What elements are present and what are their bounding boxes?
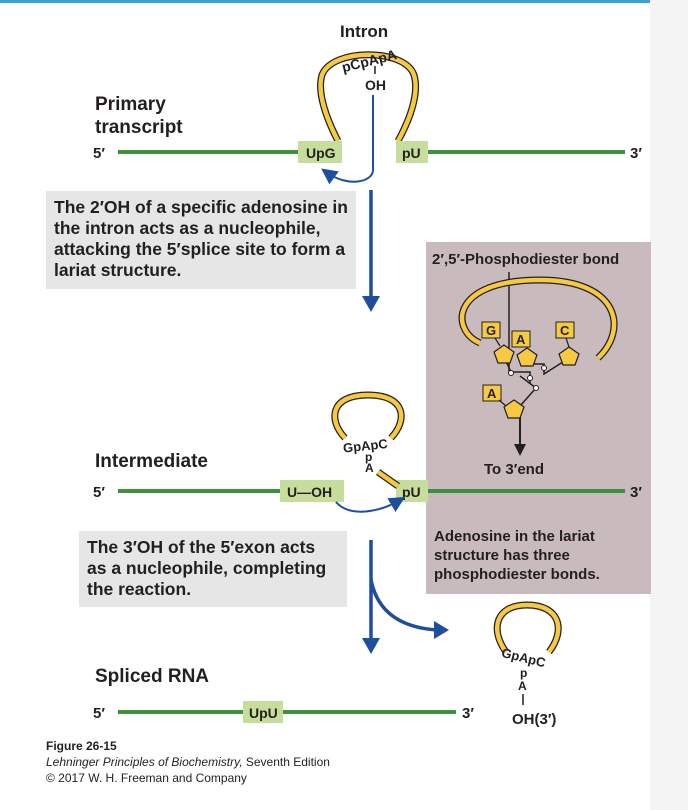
- glycosidic-bond: [498, 399, 507, 407]
- attack-arrow-1: [321, 95, 374, 185]
- sugar-a2: [503, 399, 525, 419]
- gpapc-a-label: A: [365, 461, 374, 475]
- step-arrow-2-head: [362, 638, 380, 654]
- phosphate-dot: [508, 370, 514, 376]
- final-a-label: A: [518, 679, 527, 693]
- attack-arrow-2: [335, 496, 406, 513]
- glycosidic-bond: [565, 337, 570, 348]
- lariat-note: Adenosine in the lariat structure has th…: [434, 528, 600, 583]
- oh-label: OH: [365, 77, 386, 93]
- figure-caption: Figure 26-15 Lehninger Principles of Bio…: [46, 738, 330, 786]
- upu-box: [243, 701, 283, 723]
- primary-transcript-label-2: transcript: [95, 117, 183, 138]
- three-prime-label-1: 3′: [630, 145, 642, 162]
- phosphate-dot: [541, 365, 547, 371]
- header-bar: [0, 0, 650, 3]
- intron-label: Intron: [340, 22, 388, 41]
- five-prime-label-1: 5′: [93, 145, 105, 162]
- base-a2-box: [482, 384, 502, 402]
- step1-note: The 2′OH of a specific adenosine in the …: [46, 191, 356, 289]
- u-oh-label: U—OH: [287, 484, 332, 500]
- u-oh-box: [280, 480, 344, 502]
- pu-label-1: pU: [402, 145, 421, 161]
- book-edition: Seventh Edition: [242, 755, 330, 769]
- step2-note: The 3′OH of the 5′exon acts as a nucleop…: [79, 531, 347, 607]
- to-3-end-arrowhead: [514, 444, 526, 456]
- copyright: © 2017 W. H. Freeman and Company: [46, 771, 247, 785]
- five-prime-label-2: 5′: [93, 484, 105, 501]
- to-3-end-label: To 3′end: [484, 461, 544, 478]
- lariat-detail-loop: [458, 276, 618, 361]
- gpapc-p-label: p: [365, 450, 372, 464]
- primary-transcript-label-1: Primary: [95, 94, 166, 115]
- sugar-g: [493, 344, 515, 364]
- released-lariat: [493, 601, 562, 655]
- step-arrow-1-head: [362, 296, 380, 312]
- phosphodiester-title: 2′,5′-Phosphodiester bond: [432, 251, 619, 268]
- branch-arrow-head: [434, 621, 449, 639]
- three-prime-label-2: 3′: [630, 484, 642, 501]
- upg-label: UpG: [306, 145, 336, 161]
- phosphate-dot: [533, 385, 539, 391]
- sugar-a: [516, 347, 538, 367]
- base-g-box: [481, 321, 501, 339]
- lariat-detail-panel: [426, 242, 651, 594]
- upg-box: [298, 141, 342, 163]
- base-a-box: [511, 330, 531, 348]
- three-prime-label-3: 3′: [462, 705, 474, 722]
- pu-label-2: pU: [402, 484, 421, 500]
- glycosidic-bond: [494, 337, 501, 347]
- lariat-backbone: [503, 350, 567, 448]
- base-g-label: G: [486, 323, 496, 338]
- pu-box-1: [396, 141, 428, 163]
- pu-box-2: [396, 480, 428, 502]
- book-citation: Lehninger Principles of Biochemistry, Se…: [46, 754, 330, 770]
- intermediate-label: Intermediate: [95, 451, 208, 472]
- base-c-box: [555, 321, 575, 339]
- sugar-c: [558, 346, 580, 366]
- pcpapa-label: pCpApA: [340, 46, 398, 75]
- base-a-label: A: [516, 332, 526, 347]
- base-a2-label: A: [487, 386, 497, 401]
- figure-number: Figure 26-15: [46, 739, 117, 753]
- base-c-label: C: [560, 323, 570, 338]
- oh3-label: OH(3′): [512, 711, 556, 728]
- intron-loop: [317, 51, 420, 143]
- phosphate-dot: [527, 375, 533, 381]
- five-prime-label-3: 5′: [93, 705, 105, 722]
- branch-arrow: [369, 579, 439, 632]
- book-title: Lehninger Principles of Biochemistry,: [46, 755, 243, 769]
- spliced-rna-label: Spliced RNA: [95, 666, 209, 687]
- side-panel: [650, 0, 688, 810]
- final-p-label: p: [520, 666, 527, 680]
- upu-label: UpU: [249, 705, 278, 721]
- intermediate-lariat: [331, 391, 405, 489]
- gpapc-label: GpApC: [342, 436, 389, 456]
